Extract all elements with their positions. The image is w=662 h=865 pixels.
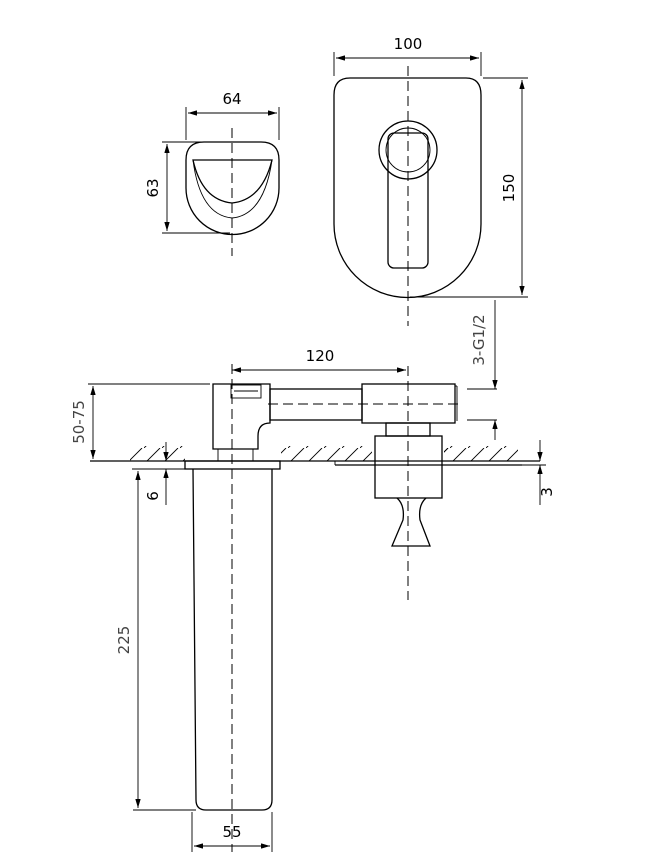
mixer-plate-front-view: 100 150 <box>333 35 528 326</box>
dim-120: 120 <box>306 347 335 365</box>
dim-3: 3 <box>538 487 556 497</box>
dim-225: 225 <box>115 626 133 655</box>
dim-100: 100 <box>394 35 423 53</box>
lever-knob <box>391 497 431 547</box>
dim-150: 150 <box>500 174 518 203</box>
dim-63: 63 <box>144 178 162 197</box>
spout-body <box>192 468 273 811</box>
dim-64: 64 <box>222 90 241 108</box>
side-view: 120 50-75 3-G1/2 6 225 55 3 <box>70 300 556 852</box>
spout-front-view: 64 63 <box>144 90 280 256</box>
dim-55: 55 <box>222 823 241 841</box>
dim-6: 6 <box>144 491 162 501</box>
dim-thread: 3-G1/2 <box>470 314 488 365</box>
dim-50-75: 50-75 <box>70 400 88 444</box>
